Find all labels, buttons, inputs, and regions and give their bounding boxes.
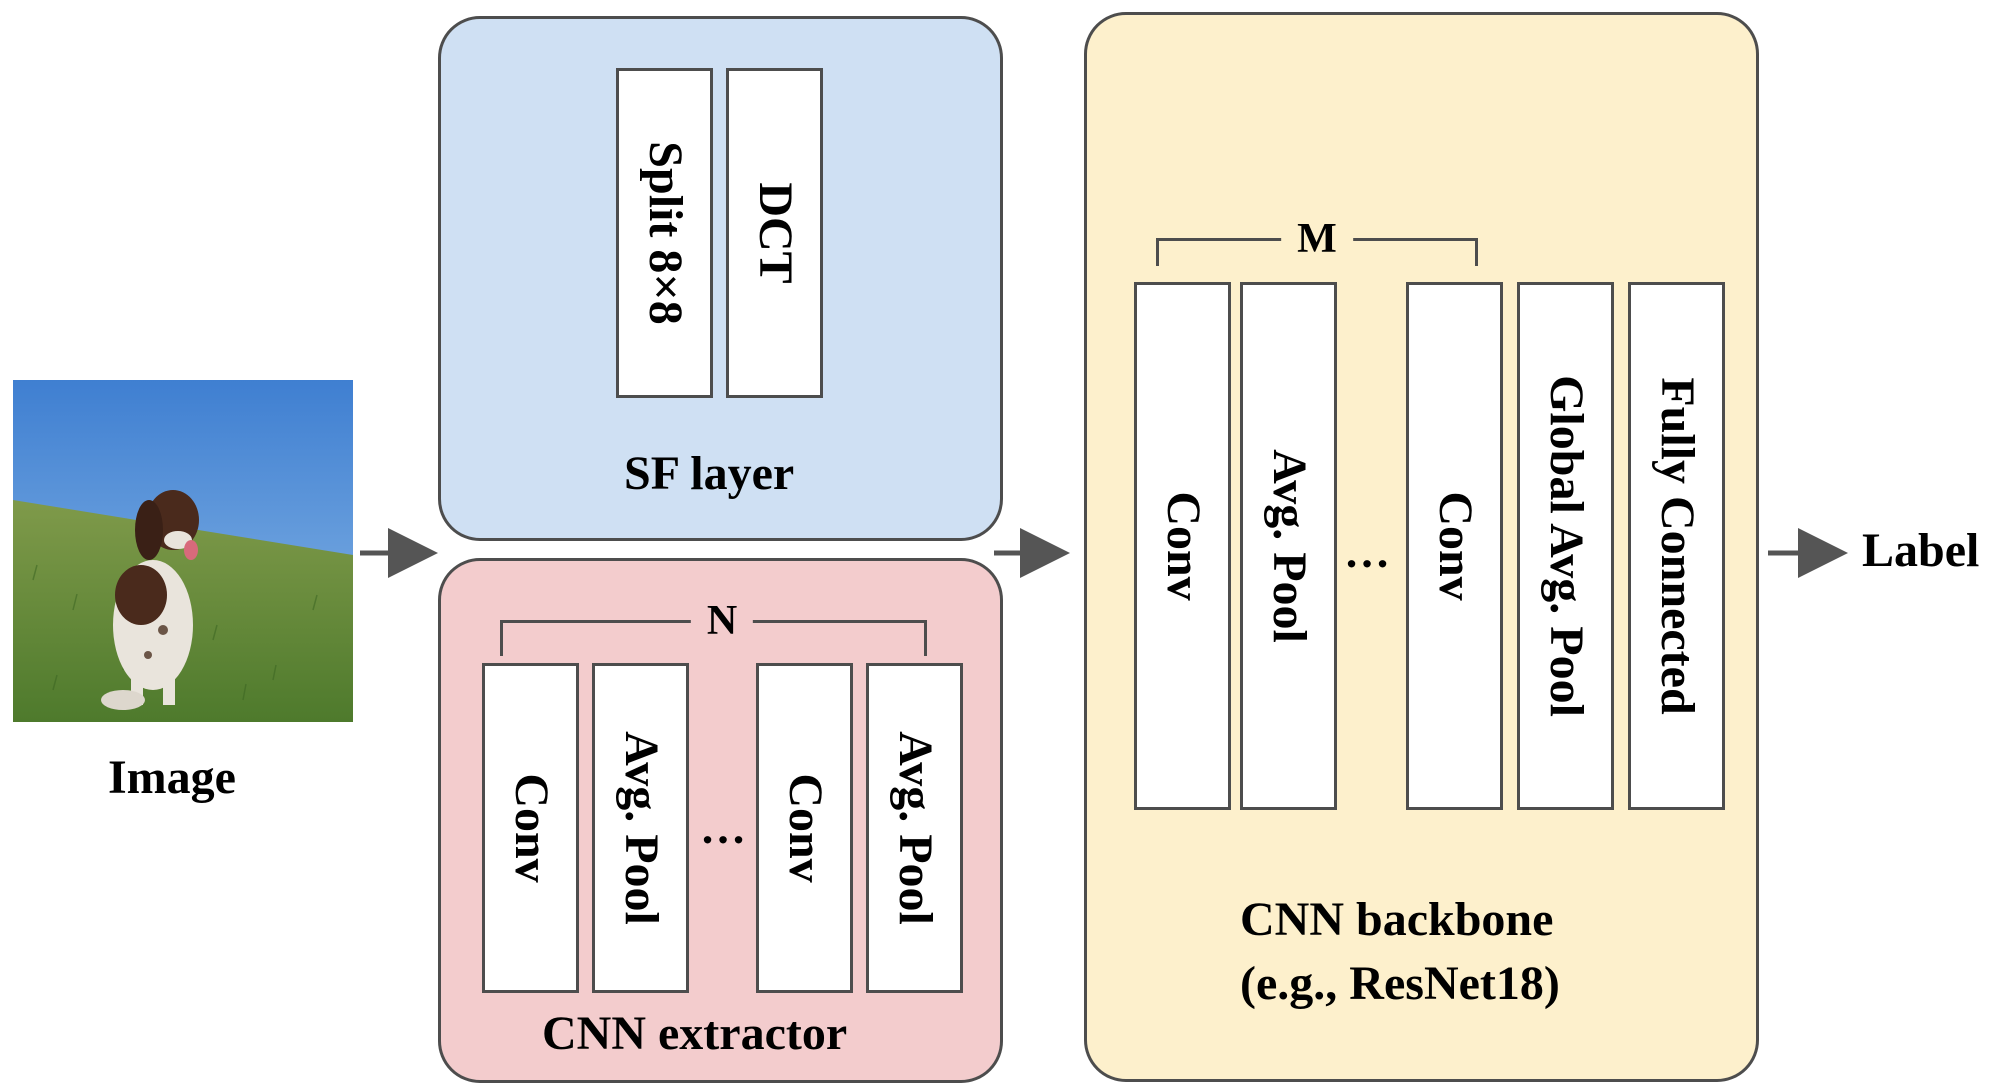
dog-photo xyxy=(13,380,353,722)
backbone-ellipsis: … xyxy=(1344,526,1392,577)
backbone-conv-block-1: Conv xyxy=(1134,282,1231,810)
backbone-title-line1: CNN backbone xyxy=(1240,893,1554,946)
dct-label: DCT xyxy=(748,182,802,284)
backbone-title-line2: (e.g., ResNet18) xyxy=(1240,957,1560,1010)
extractor-pool-block-2: Avg. Pool xyxy=(866,663,963,993)
fully-connected-label: Fully Connected xyxy=(1650,377,1704,715)
backbone-conv-label-2: Conv xyxy=(1428,491,1482,601)
extractor-pool-label-2: Avg. Pool xyxy=(888,731,942,925)
extractor-conv-label-1: Conv xyxy=(504,773,558,883)
extractor-ellipsis: … xyxy=(700,802,748,853)
extractor-pool-block-1: Avg. Pool xyxy=(592,663,689,993)
output-label: Label xyxy=(1862,524,1980,577)
backbone-pool-label: Avg. Pool xyxy=(1262,449,1316,643)
extractor-conv-block-1: Conv xyxy=(482,663,579,993)
split-label: Split 8×8 xyxy=(638,141,692,325)
dct-block: DCT xyxy=(726,68,823,398)
extractor-pool-label-1: Avg. Pool xyxy=(614,731,668,925)
input-image xyxy=(13,380,353,722)
backbone-conv-block-2: Conv xyxy=(1406,282,1503,810)
backbone-conv-label-1: Conv xyxy=(1156,491,1210,601)
sf-layer-title: SF layer xyxy=(624,447,795,500)
extractor-conv-block-2: Conv xyxy=(756,663,853,993)
global-avg-pool-label: Global Avg. Pool xyxy=(1539,375,1593,717)
global-avg-pool-block: Global Avg. Pool xyxy=(1517,282,1614,810)
split-block: Split 8×8 xyxy=(616,68,713,398)
cnn-extractor-title: CNN extractor xyxy=(542,1007,848,1060)
backbone-pool-block: Avg. Pool xyxy=(1240,282,1337,810)
fully-connected-block: Fully Connected xyxy=(1628,282,1725,810)
backbone-repeat-label: M xyxy=(1281,218,1353,260)
image-caption: Image xyxy=(108,751,236,804)
extractor-repeat-label: N xyxy=(690,600,754,642)
sf-layer-panel xyxy=(438,16,1003,541)
extractor-conv-label-2: Conv xyxy=(778,773,832,883)
